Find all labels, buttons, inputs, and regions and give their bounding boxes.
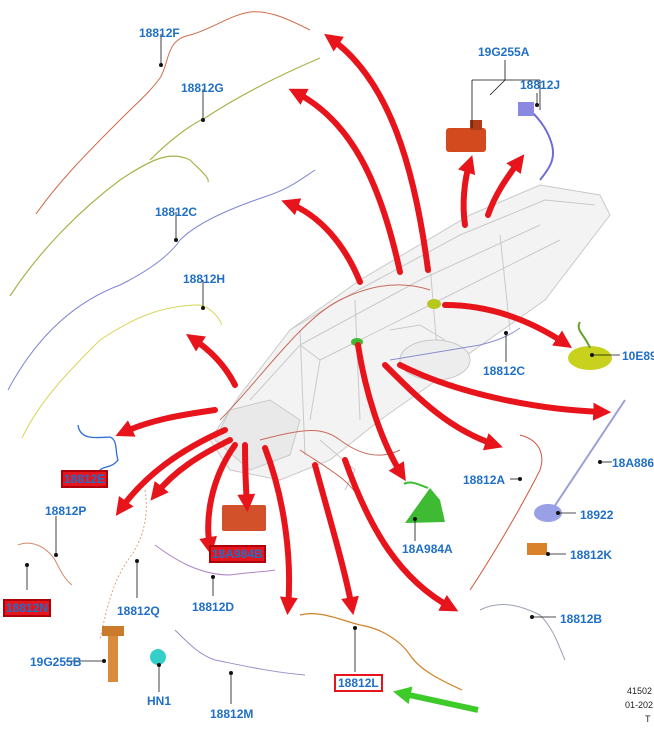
label-18812M: 18812M bbox=[210, 707, 254, 721]
label-18922: 18922 bbox=[580, 508, 614, 522]
harness-18812L bbox=[299, 613, 463, 691]
label-18812G: 18812G bbox=[181, 81, 224, 95]
label-18812C-mid: 18812C bbox=[483, 364, 526, 378]
arrow-to-18812M bbox=[262, 445, 298, 616]
harness-18812N bbox=[17, 542, 73, 586]
label-18A984B: 18A984B bbox=[209, 545, 266, 563]
callout-arrows bbox=[115, 33, 612, 616]
module-18A984B bbox=[222, 505, 266, 531]
harness-18812C-mid bbox=[389, 327, 521, 361]
harness-18812C-top bbox=[7, 169, 316, 391]
label-10E89: 10E89 bbox=[622, 349, 654, 363]
harness-18812H bbox=[21, 304, 223, 439]
arrow-to-18812J bbox=[485, 154, 525, 218]
label-18812A: 18812A bbox=[463, 473, 506, 487]
label-18812B: 18812B bbox=[560, 612, 603, 626]
harness-18812M bbox=[174, 629, 306, 676]
harness-18812G bbox=[9, 57, 321, 297]
harness-18812J bbox=[518, 102, 554, 181]
figure-code: 41502 bbox=[627, 686, 653, 696]
label-18812L: 18812L bbox=[334, 674, 383, 692]
arrow-to-18812Q bbox=[150, 437, 233, 501]
connector-18812K bbox=[527, 543, 547, 555]
arrow-to-18812P bbox=[115, 427, 228, 516]
horn-HN1 bbox=[150, 649, 166, 665]
arrow-to-18812D bbox=[199, 442, 238, 556]
leader-lines bbox=[26, 34, 620, 704]
module-19G255A bbox=[446, 120, 486, 152]
label-18A984A: 18A984A bbox=[402, 542, 453, 556]
arrow-to-18812C-top bbox=[281, 198, 363, 285]
green-pointer-arrow bbox=[392, 686, 479, 713]
label-18812C-top: 18812C bbox=[155, 205, 198, 219]
label-18812Q: 18812Q bbox=[117, 604, 160, 618]
label-18812N: 18812N bbox=[3, 599, 52, 617]
arrow-to-18812E bbox=[115, 407, 218, 437]
label-18A886: 18A886 bbox=[612, 456, 654, 470]
arrow-to-18A886 bbox=[397, 362, 612, 421]
harness-18812D bbox=[154, 544, 276, 576]
arrow-to-19G255A bbox=[458, 155, 476, 228]
arrow-to-18812B bbox=[342, 457, 459, 612]
harness-18812B bbox=[479, 604, 566, 661]
arrow-to-10E89 bbox=[442, 302, 572, 348]
sensor-19G255B bbox=[102, 626, 124, 682]
harness-18812E bbox=[77, 424, 119, 471]
figure-date: 01-202 bbox=[625, 700, 654, 710]
arrow-to-18812A bbox=[382, 362, 503, 451]
arrow-to-18812L bbox=[312, 462, 359, 616]
label-18812J: 18812J bbox=[520, 78, 561, 92]
arrow-to-18A984B bbox=[237, 442, 256, 513]
label-18812F: 18812F bbox=[139, 26, 180, 40]
arrow-to-18812G bbox=[288, 88, 403, 275]
label-HN1: HN1 bbox=[147, 694, 172, 708]
leader-dots bbox=[25, 63, 602, 675]
antenna-10E89 bbox=[568, 321, 612, 370]
figure-suffix: T bbox=[645, 714, 651, 724]
label-18812K: 18812K bbox=[570, 548, 613, 562]
antenna-18A984A bbox=[403, 481, 445, 523]
harness-18812F bbox=[35, 11, 311, 215]
arrow-to-18A984A bbox=[355, 342, 406, 482]
label-18812H: 18812H bbox=[183, 272, 226, 286]
harness-18812A bbox=[469, 434, 543, 591]
module-18922 bbox=[534, 504, 562, 522]
label-18812D: 18812D bbox=[192, 600, 235, 614]
arrow-to-18812H bbox=[186, 334, 238, 388]
arrow-to-18812F bbox=[324, 33, 431, 273]
label-19G255A: 19G255A bbox=[478, 45, 530, 59]
label-18812P: 18812P bbox=[45, 504, 87, 518]
antenna-18A886 bbox=[551, 399, 626, 511]
label-18812E: 18812E bbox=[61, 470, 109, 488]
label-19G255B: 19G255B bbox=[30, 655, 82, 669]
